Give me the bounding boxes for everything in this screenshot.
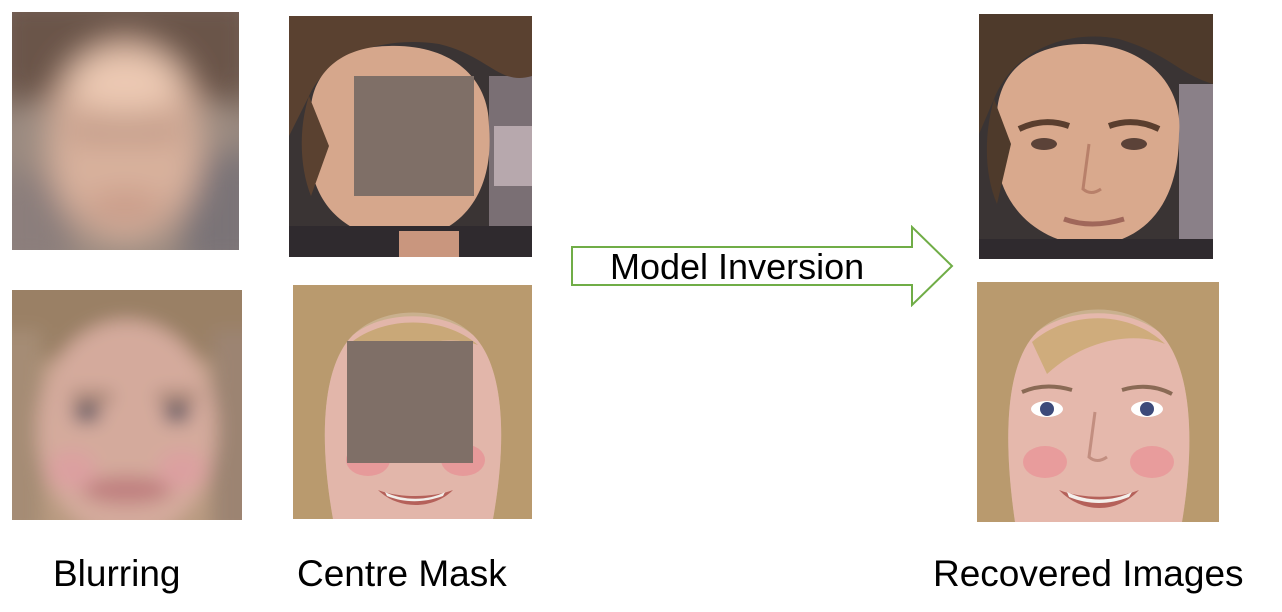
centre-mask-patch-female [347,341,473,463]
blurred-face-male [12,12,239,250]
caption-blurring: Blurring [53,553,181,594]
caption-centre-mask: Centre Mask [297,553,507,594]
arrow-outline [571,225,954,307]
centre-mask-patch-male [354,76,474,196]
model-inversion-arrow [571,225,954,307]
blurred-face-female [12,290,242,520]
recovered-face-male [979,14,1213,259]
arrow-label: Model Inversion [610,246,865,287]
recovered-face-female [977,282,1219,522]
caption-recovered-images: Recovered Images [933,553,1244,594]
